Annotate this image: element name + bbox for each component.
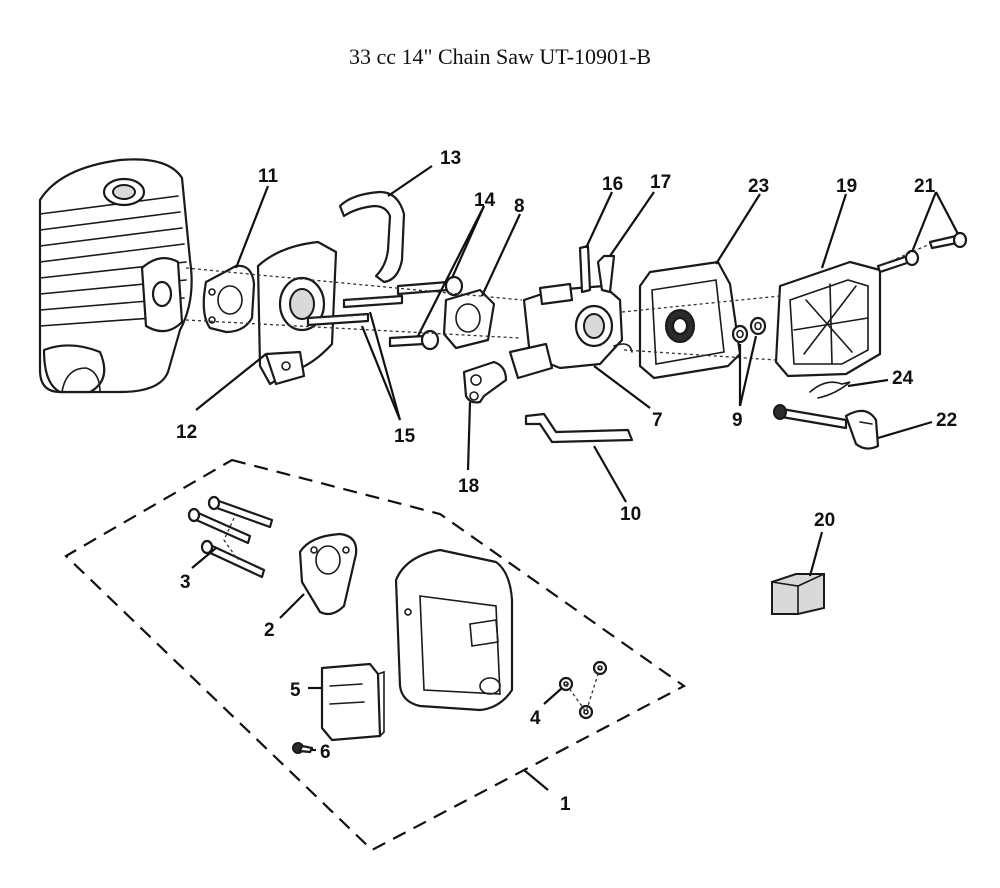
callout-5: 5 (290, 680, 301, 701)
callout-4: 4 (530, 708, 541, 729)
callout-20: 20 (814, 510, 835, 531)
callouts: 1 2 3 4 5 6 7 8 9 10 11 12 13 14 15 16 1… (176, 148, 957, 815)
callout-12: 12 (176, 422, 197, 443)
part-11-gasket (202, 264, 256, 334)
part-10-rod (524, 412, 634, 444)
callout-17: 17 (650, 172, 671, 193)
callout-2: 2 (264, 620, 275, 641)
part-15-studs (306, 294, 404, 327)
part-13-hose (338, 190, 406, 284)
part-17-fuel-line (596, 254, 616, 294)
part-9-washers (731, 316, 767, 344)
page-title: 33 cc 14" Chain Saw UT-10901-B (348, 44, 652, 69)
part-3-muffler-bolts (187, 495, 274, 579)
callout-22: 22 (936, 410, 957, 431)
cylinder (38, 158, 193, 394)
callout-14: 14 (474, 190, 496, 211)
muffler-body (394, 548, 514, 712)
callout-1: 1 (560, 794, 571, 815)
part-20-filter-element (771, 573, 825, 615)
callout-3: 3 (180, 572, 191, 593)
part-6-screw (292, 742, 314, 754)
part-14-bolts (388, 275, 464, 351)
part-18-lever (462, 360, 508, 404)
muffler-group-outline (64, 458, 687, 852)
callout-15: 15 (394, 426, 416, 447)
part-22-choke-lever (773, 404, 880, 450)
part-21-screws (876, 231, 968, 274)
part-2-muffler-gasket (298, 532, 358, 616)
callout-23: 23 (748, 176, 769, 197)
part-16-fuel-line (578, 244, 592, 294)
callout-6: 6 (320, 742, 331, 763)
part-24-spring-clip (809, 381, 851, 399)
callout-7: 7 (652, 410, 663, 431)
callout-13: 13 (440, 148, 461, 169)
callout-10: 10 (620, 504, 641, 525)
part-7-carburetor (508, 282, 633, 380)
callout-24: 24 (892, 368, 914, 389)
part-4-nuts (558, 660, 608, 720)
callout-18: 18 (458, 476, 479, 497)
callout-11: 11 (258, 166, 279, 187)
callout-8: 8 (514, 196, 525, 217)
part-19-air-filter-cover (774, 260, 882, 378)
part-12-intake-adapter (256, 240, 338, 386)
part-8-gasket (442, 288, 496, 350)
callout-21: 21 (914, 176, 936, 197)
leader-lines (191, 165, 959, 791)
callout-16: 16 (602, 174, 623, 195)
callout-9: 9 (732, 410, 743, 431)
part-5-heat-shield (320, 662, 385, 742)
part-23-air-box (638, 260, 742, 380)
callout-19: 19 (836, 176, 857, 197)
